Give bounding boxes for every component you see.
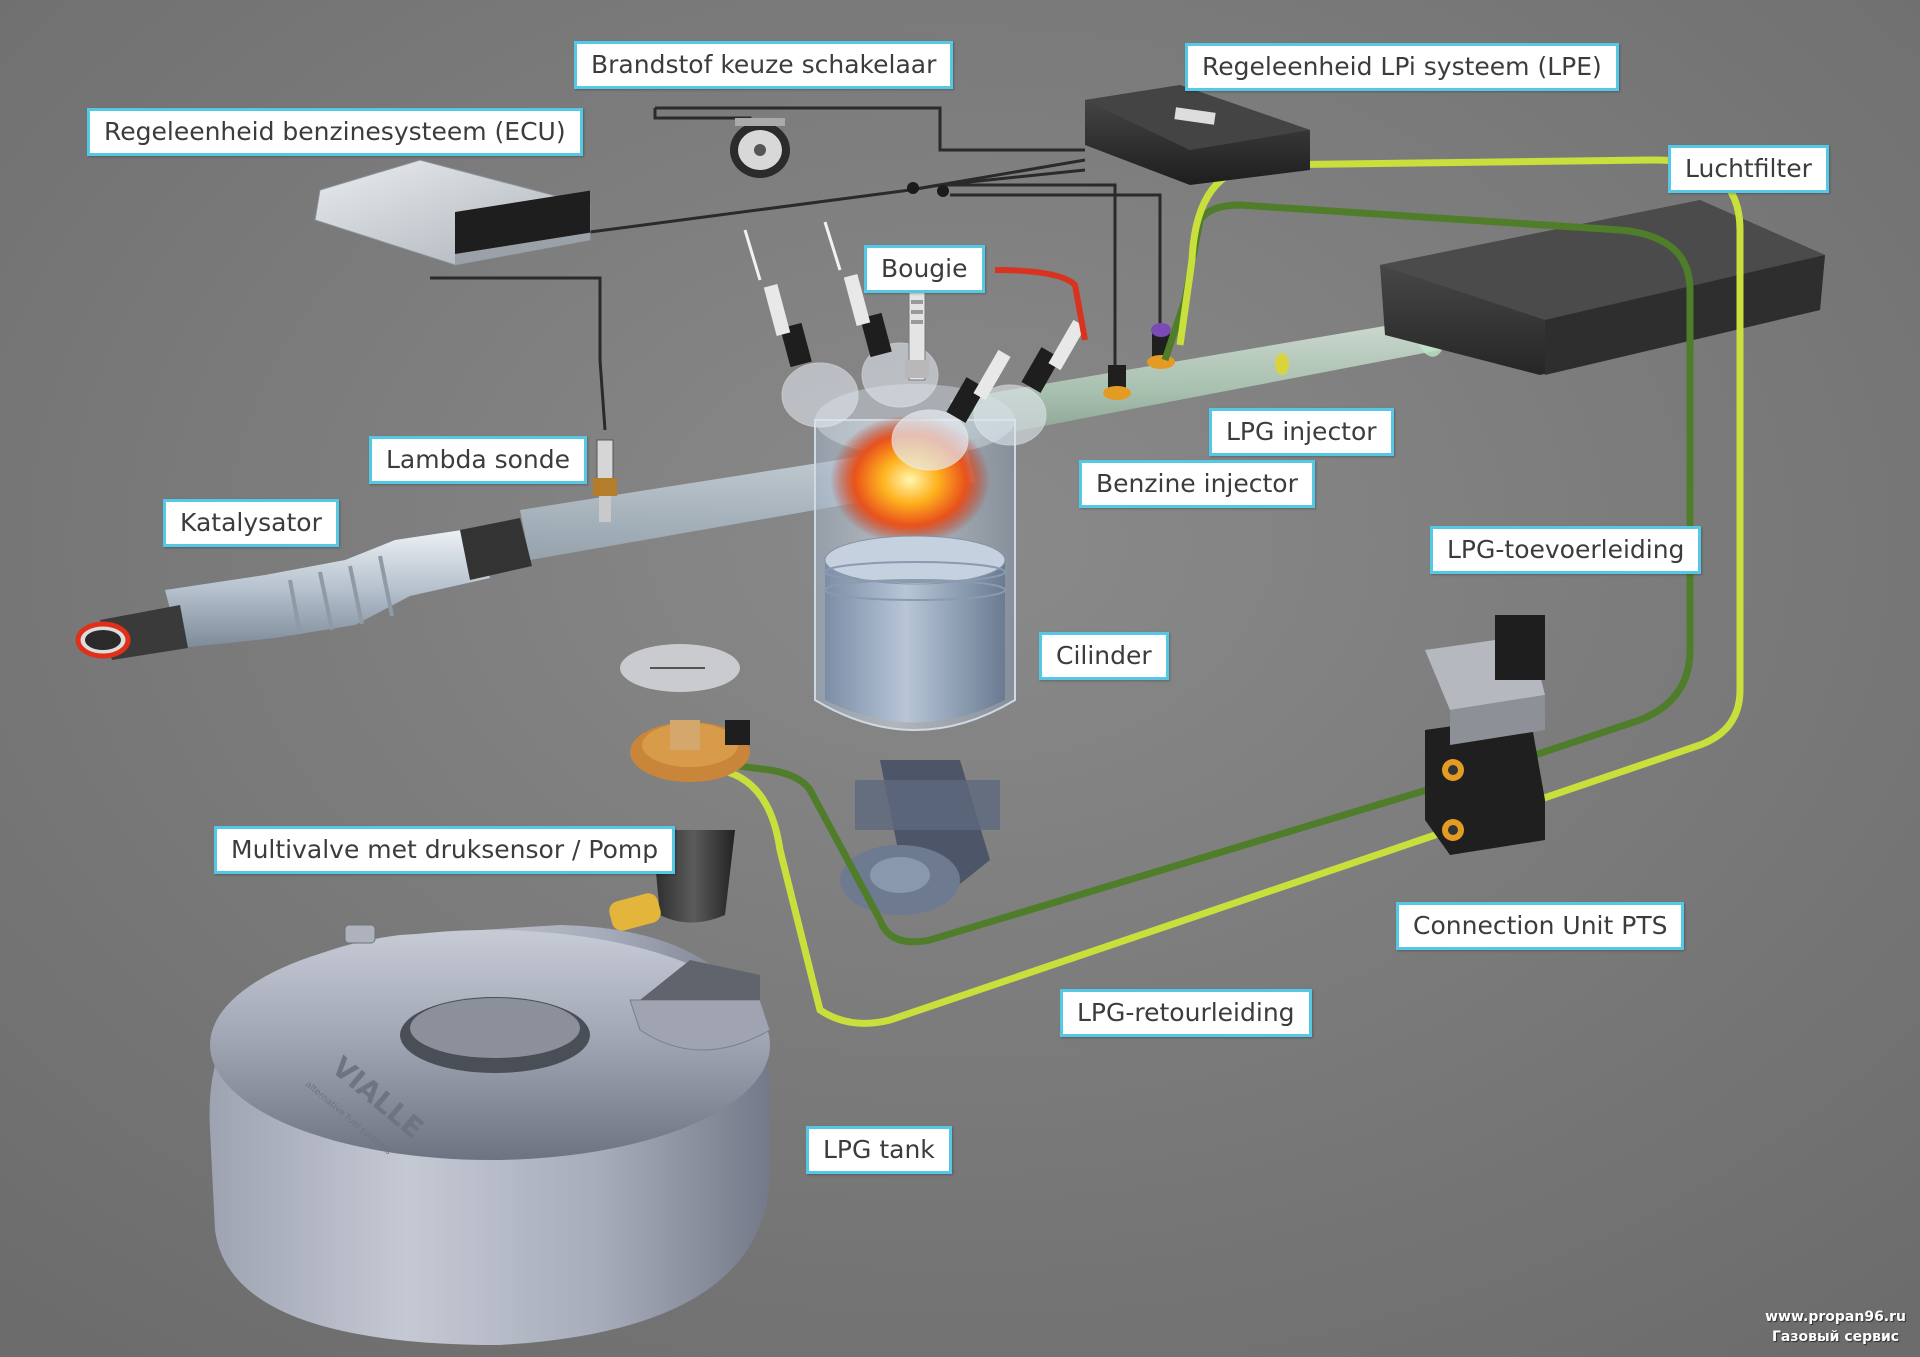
spark-plug [905, 289, 929, 381]
label-air-filter: Luchtfilter [1668, 145, 1829, 193]
wire-junctions [907, 182, 949, 197]
label-lpg-supply-line: LPG-toevoerleiding [1430, 526, 1702, 574]
label-spark-plug: Bougie [864, 245, 985, 293]
fuel-selector-switch [730, 118, 790, 178]
lpe-control-unit [1085, 85, 1310, 185]
lambda-sensor [593, 439, 617, 522]
label-fuel-selector-switch: Brandstof keuze schakelaar [574, 41, 954, 89]
label-petrol-ecu: Regeleenheid benzinesysteem (ECU) [87, 108, 583, 156]
intake-pipe [950, 320, 1440, 440]
ignition-wire [994, 267, 1088, 341]
label-cylinder: Cilinder [1039, 632, 1169, 680]
label-multivalve-pump: Multivalve met druksensor / Pomp [214, 826, 676, 874]
label-lpg-tank: LPG tank [806, 1126, 952, 1174]
label-catalyst: Katalysator [163, 499, 339, 547]
connection-unit-pts [1425, 615, 1545, 855]
petrol-ecu [314, 159, 591, 266]
air-filter [1380, 200, 1825, 375]
label-lpg-injector: LPG injector [1209, 408, 1394, 456]
label-connection-unit-pts: Connection Unit PTS [1396, 902, 1685, 950]
catalytic-converter [75, 518, 532, 660]
lpg-supply-line [689, 201, 1694, 946]
label-lambda-sensor: Lambda sonde [369, 436, 588, 484]
multivalve-pump [609, 644, 750, 931]
label-lpe-control-unit: Regeleenheid LPi systeem (LPE) [1185, 43, 1619, 91]
label-petrol-injector: Benzine injector [1079, 460, 1315, 508]
watermark-caption: Газовый сервис [1772, 1329, 1900, 1345]
watermark-url: www.propan96.ru [1765, 1309, 1906, 1325]
petrol-injector [1103, 365, 1131, 400]
throttle-flap [1275, 353, 1289, 375]
lpg-tank: VIALLE alternative fuel systems [209, 924, 771, 1345]
lpg-injector [1147, 323, 1175, 369]
watermark: www.propan96.ru Газовый сервис [1765, 1307, 1906, 1347]
label-lpg-return-line: LPG-retourleiding [1060, 989, 1312, 1037]
